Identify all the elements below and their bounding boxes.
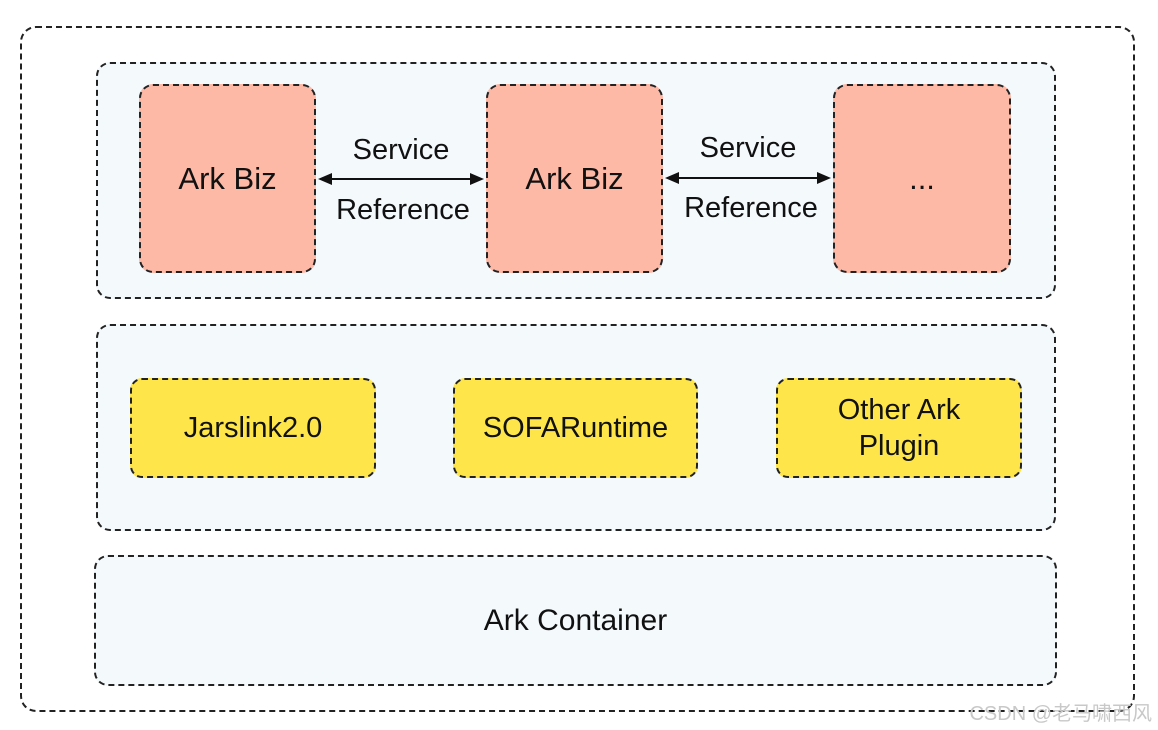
plugin-sofaruntime-label: SOFARuntime	[482, 412, 669, 444]
ark-biz-label-more: ...	[909, 160, 935, 196]
ark-biz-label-1: Ark Biz	[178, 160, 277, 196]
link-1-bottom-label: Reference	[336, 194, 470, 226]
arrow-2-head-left	[665, 172, 679, 184]
watermark: CSDN @老马啸西风	[969, 703, 1152, 725]
ark-biz-box-more: ...	[833, 84, 1011, 273]
plugin-sofaruntime: SOFARuntime	[453, 378, 698, 478]
ark-biz-box-1: Ark Biz	[139, 84, 316, 273]
plugin-other: Other Ark Plugin	[776, 378, 1022, 478]
plugin-jarslink: Jarslink2.0	[130, 378, 376, 478]
ark-biz-box-2: Ark Biz	[486, 84, 663, 273]
link-1-top-label: Service	[352, 134, 450, 166]
container-layer: Ark Container	[94, 555, 1057, 686]
plugin-other-label-line2: Plugin	[858, 430, 940, 462]
arrow-1-head-right	[470, 173, 484, 185]
link-2-bottom-label: Reference	[684, 192, 818, 224]
plugin-other-label-line1: Other Ark	[837, 394, 961, 426]
link-2-top-label: Service	[699, 132, 797, 164]
arrow-2-head-right	[817, 172, 831, 184]
container-label: Ark Container	[483, 603, 668, 637]
arrow-1-head-left	[318, 173, 332, 185]
ark-biz-label-2: Ark Biz	[525, 160, 624, 196]
plugin-jarslink-label: Jarslink2.0	[183, 412, 323, 444]
